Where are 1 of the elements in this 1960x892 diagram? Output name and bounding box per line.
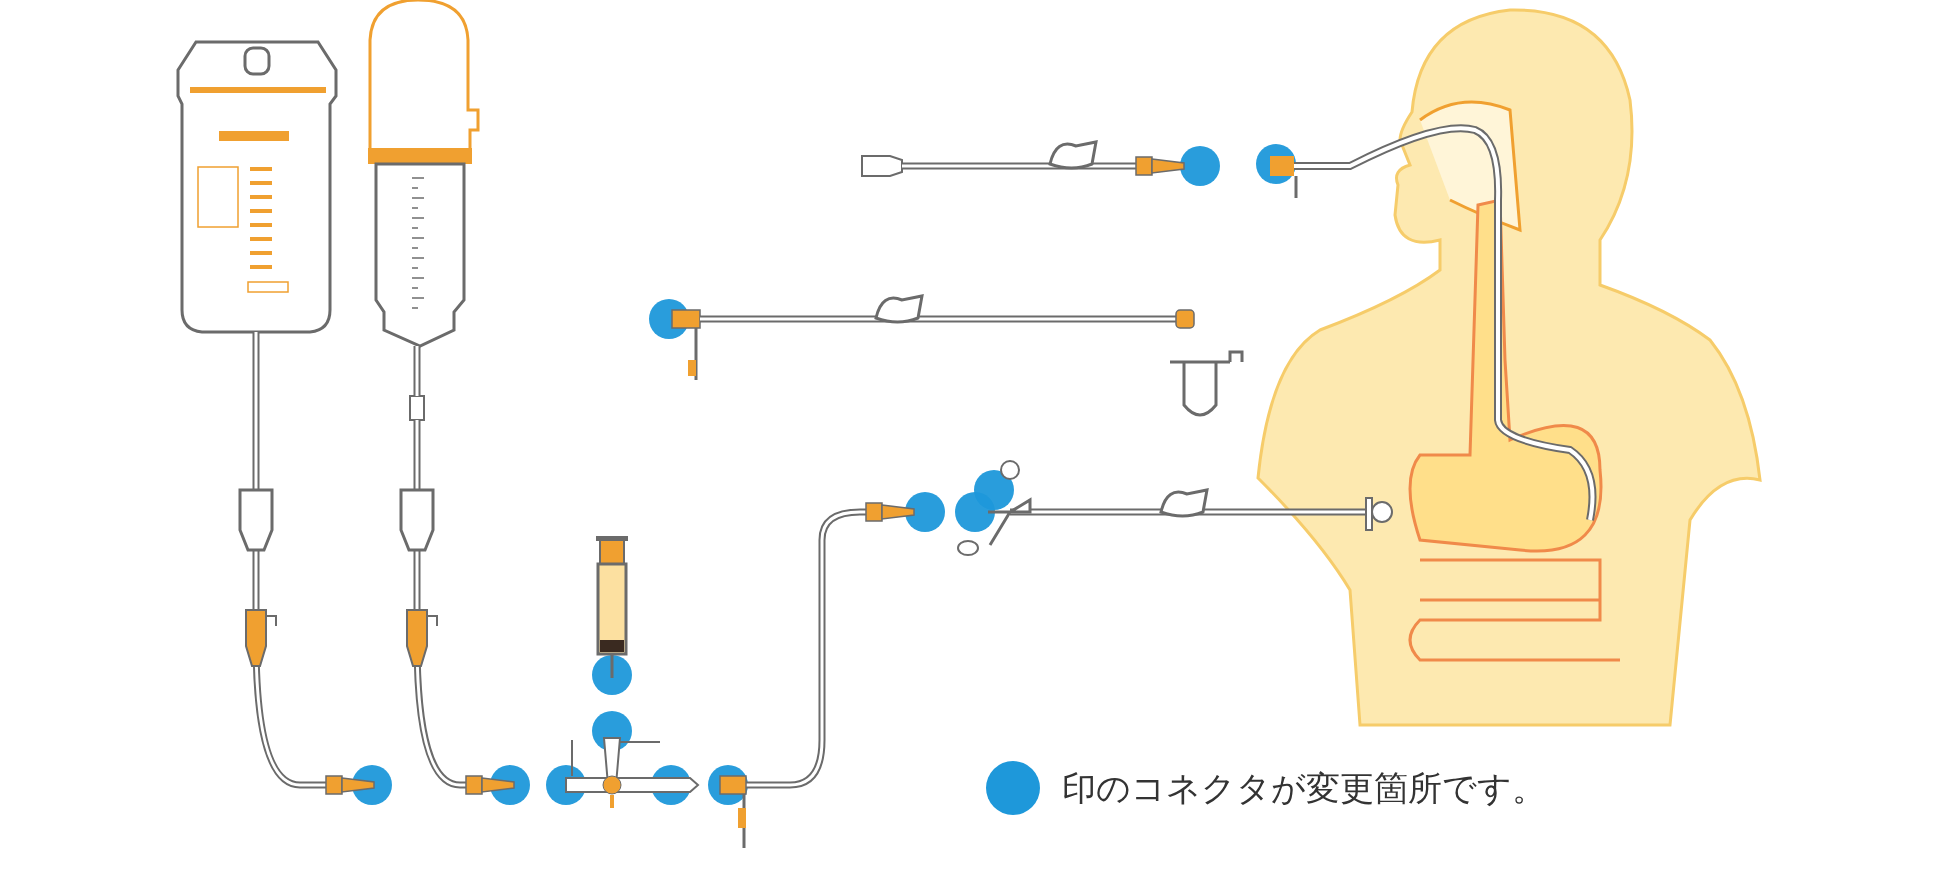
legend-text: 印のコネクタが変更箇所です。 xyxy=(1062,767,1546,810)
